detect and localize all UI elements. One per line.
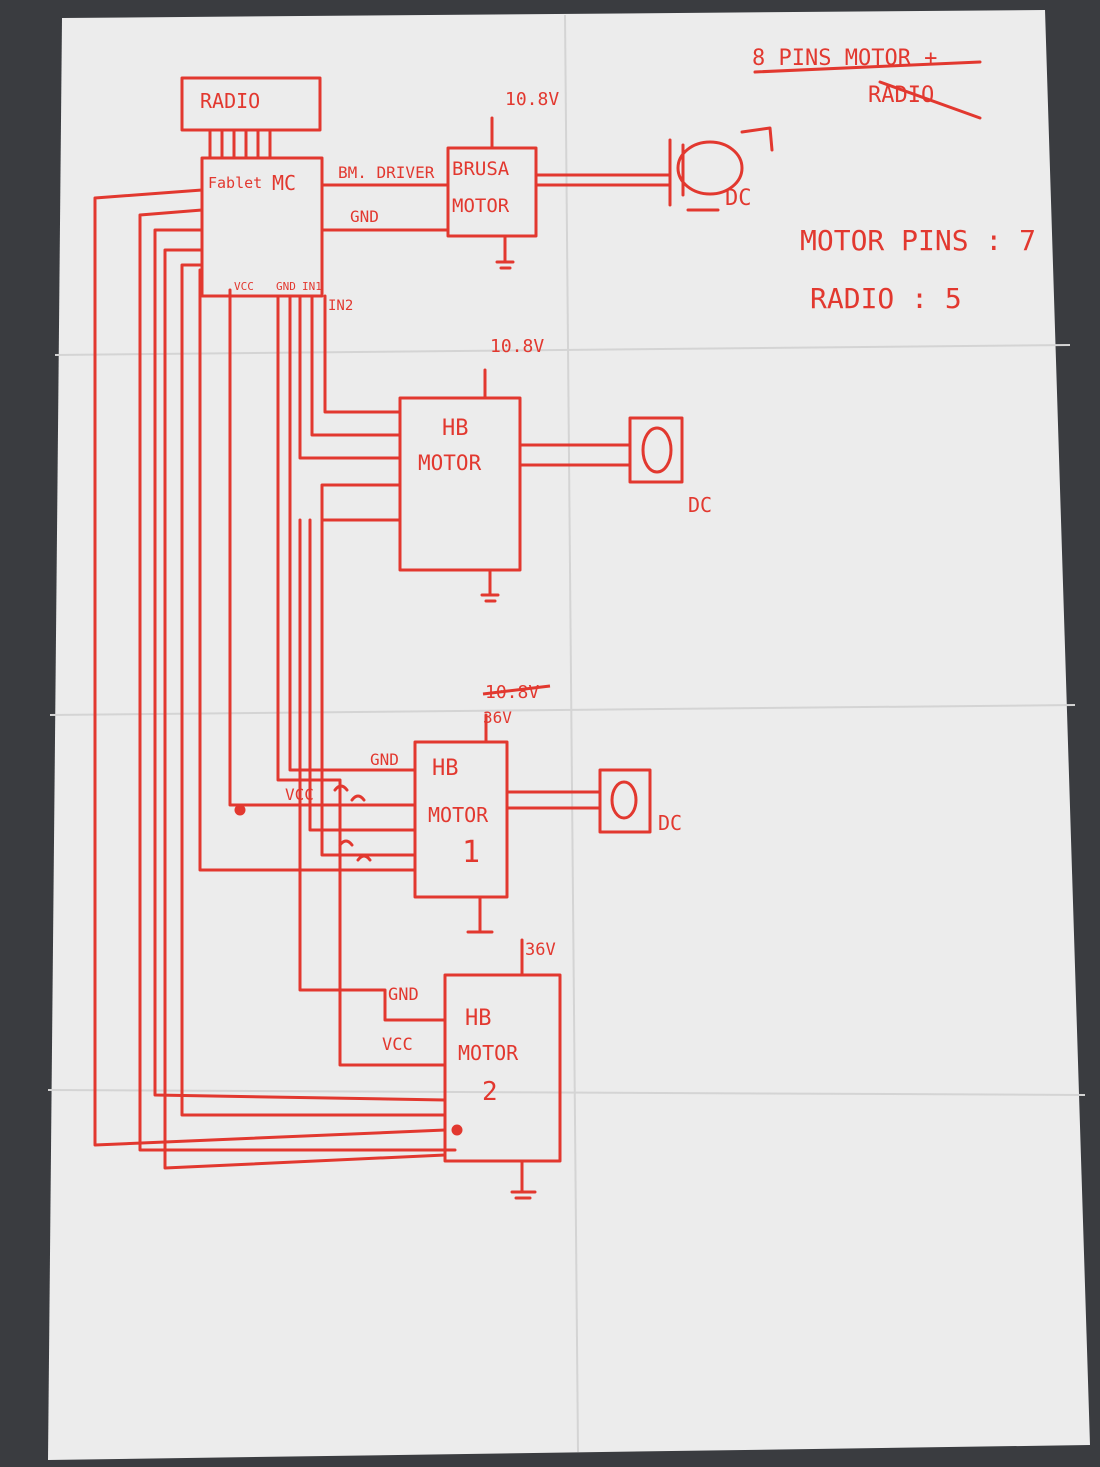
dc-label-hb1: DC [658, 811, 682, 835]
hb1-vcc-label: VCC [285, 785, 314, 804]
pin-count-radio: RADIO : 5 [810, 282, 962, 315]
paper-folds [47, 14, 1086, 1453]
brusa-voltage: 10.8V [505, 89, 559, 110]
hb1-gnd-label: GND [370, 750, 399, 769]
mc-box [200, 156, 324, 298]
wiring [93, 60, 982, 1200]
hb2-vcc-label: VCC [382, 1035, 413, 1055]
mc-gnd-label: GND [276, 280, 296, 293]
brusa-line1: BRUSA [452, 158, 510, 180]
hb2-line3: 2 [482, 1077, 498, 1107]
radio-label: RADIO [200, 89, 260, 113]
mc-label: MC [272, 171, 296, 195]
brusa-gnd-label: GND [350, 207, 379, 226]
brusa-line2: MOTOR [452, 195, 510, 217]
mc-in1-label: IN1 [302, 280, 322, 293]
hb1-line3: 1 [462, 835, 480, 870]
pin-count-motor: MOTOR PINS : 7 [800, 224, 1036, 257]
hb-upper-voltage: 10.8V [490, 336, 544, 357]
hb2-gnd-label: GND [388, 985, 419, 1005]
hb2-line1: HB [465, 1006, 492, 1031]
hb-upper-line2: MOTOR [418, 451, 482, 475]
dc-label-upper: DC [688, 493, 712, 517]
hb1-line1: HB [432, 756, 459, 781]
strike-old-voltage [482, 684, 551, 696]
hb-motor-2-box [443, 973, 562, 1163]
note-line2: RADIO [868, 83, 934, 108]
bm-driver-label: BM. DRIVER [338, 163, 435, 182]
dc-label-brusa: DC [725, 186, 752, 211]
mc-in2-label: IN2 [328, 298, 353, 314]
note-line1: 8 PINS MOTOR + [752, 46, 937, 71]
hb1-voltage-crossed: 10.8V [485, 682, 539, 703]
hb2-line2: MOTOR [458, 1041, 519, 1065]
handwriting: 8 PINS MOTOR + RADIO MOTOR PINS : 7 RADI… [200, 46, 1036, 1107]
mc-vcc-label: VCC [234, 280, 254, 293]
hb-motor-1-box [413, 740, 509, 899]
dc-motor-frame-hb1 [598, 768, 652, 834]
hb2-voltage: 36V [525, 940, 556, 960]
radio-box [180, 76, 322, 132]
mc-sub-label: Fablet [208, 174, 262, 192]
dc-motor-frame-upper [628, 416, 684, 484]
hb1-voltage: 36V [483, 708, 512, 727]
hb1-line2: MOTOR [428, 803, 489, 827]
hb-upper-line1: HB [442, 416, 469, 441]
